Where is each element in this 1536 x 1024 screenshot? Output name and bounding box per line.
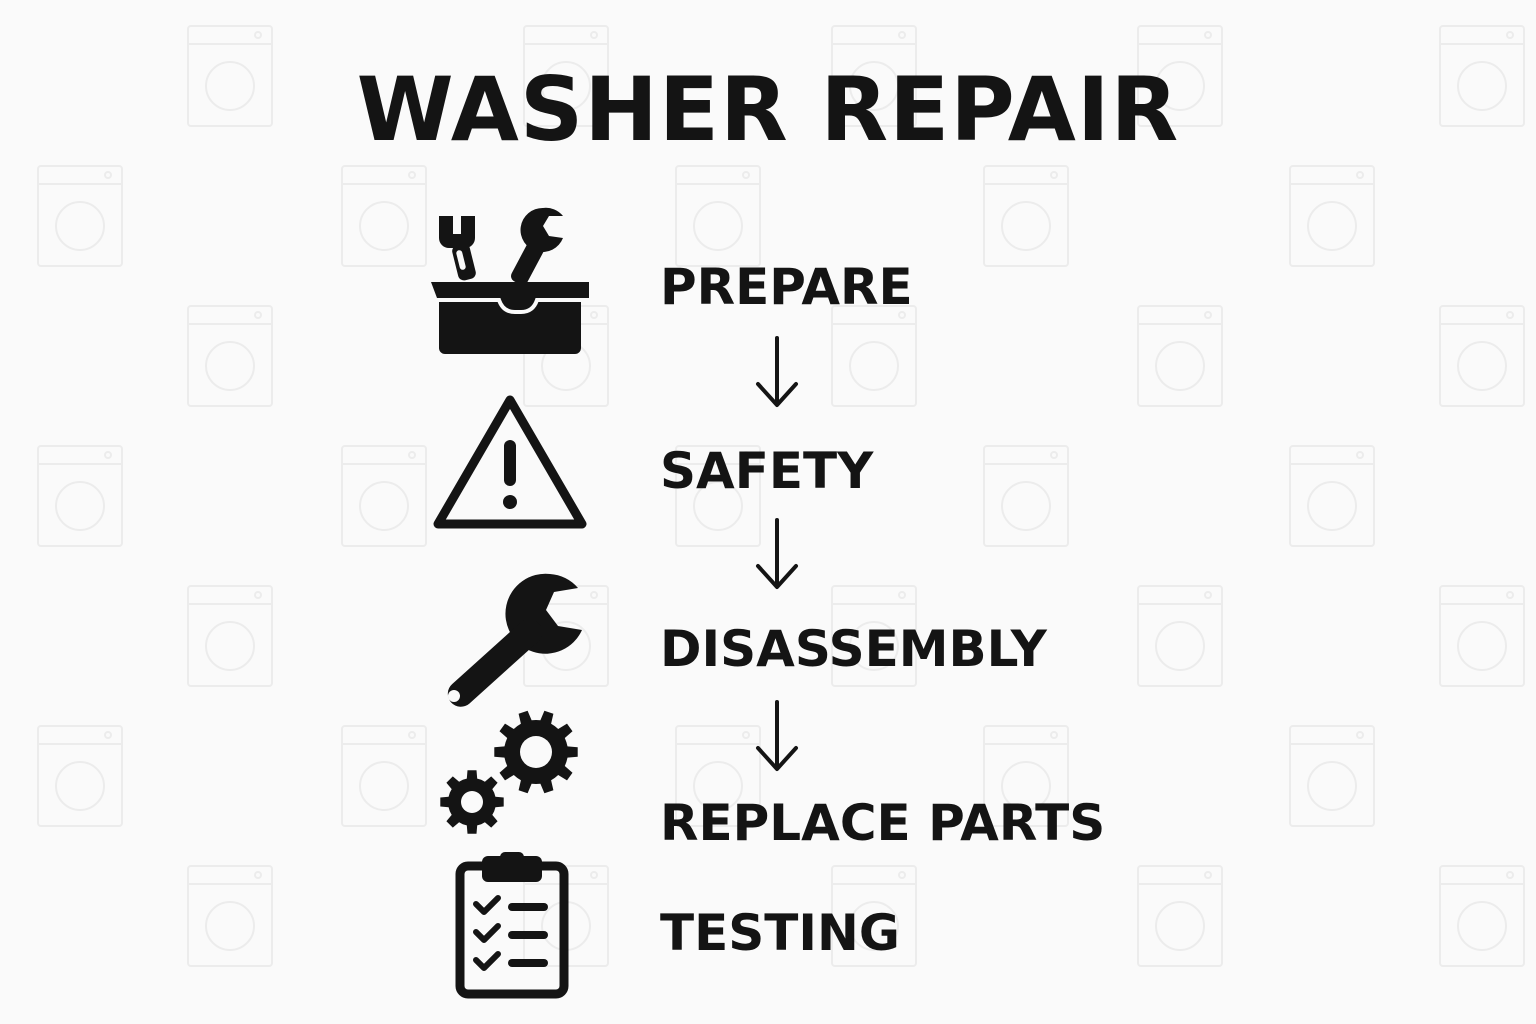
washing-machine-icon [523,25,609,127]
step-label-disassembly: DISASSEMBLY [660,620,1047,678]
washing-machine-icon [1137,585,1223,687]
arrow-down-icon [756,518,798,589]
warning-icon [433,395,587,529]
washing-machine-icon [1289,725,1375,827]
washing-machine-icon [675,445,761,547]
washing-machine-icon [1439,25,1525,127]
washing-machine-icon [831,25,917,127]
wrench-icon [447,573,582,707]
washing-machine-icon [675,725,761,827]
toolbox-icon [431,207,589,354]
clipboard-checklist-icon [455,852,569,999]
washing-machine-icon [831,305,917,407]
washing-machine-icon [1439,585,1525,687]
washing-machine-icon [1439,865,1525,967]
washing-machine-icon [1137,305,1223,407]
washing-machine-icon [1137,25,1223,127]
step-label-prepare: PREPARE [660,258,913,316]
page-title: WASHER REPAIR [356,58,1180,161]
washing-machine-icon [1439,305,1525,407]
washing-machine-icon [37,445,123,547]
washing-machine-icon [831,865,917,967]
washing-machine-icon [187,305,273,407]
washing-machine-icon [341,165,427,267]
arrow-down-icon [756,700,798,771]
washing-machine-icon [187,585,273,687]
washing-machine-icon [983,445,1069,547]
washing-machine-icon [341,445,427,547]
washing-machine-icon [983,165,1069,267]
gears-icon [440,710,578,834]
washing-machine-icon [1289,165,1375,267]
step-label-safety: SAFETY [660,442,874,500]
washing-machine-icon [831,585,917,687]
arrow-down-icon [756,336,798,407]
step-label-testing: TESTING [660,904,900,962]
washing-machine-icon [1289,445,1375,547]
washing-machine-icon [341,725,427,827]
washing-machine-icon [37,725,123,827]
washing-machine-icon [187,865,273,967]
step-label-replace-parts: REPLACE PARTS [660,794,1106,852]
washing-machine-icon [187,25,273,127]
washing-machine-icon [675,165,761,267]
washing-machine-icon [37,165,123,267]
washing-machine-icon [983,725,1069,827]
washing-machine-icon [1137,865,1223,967]
